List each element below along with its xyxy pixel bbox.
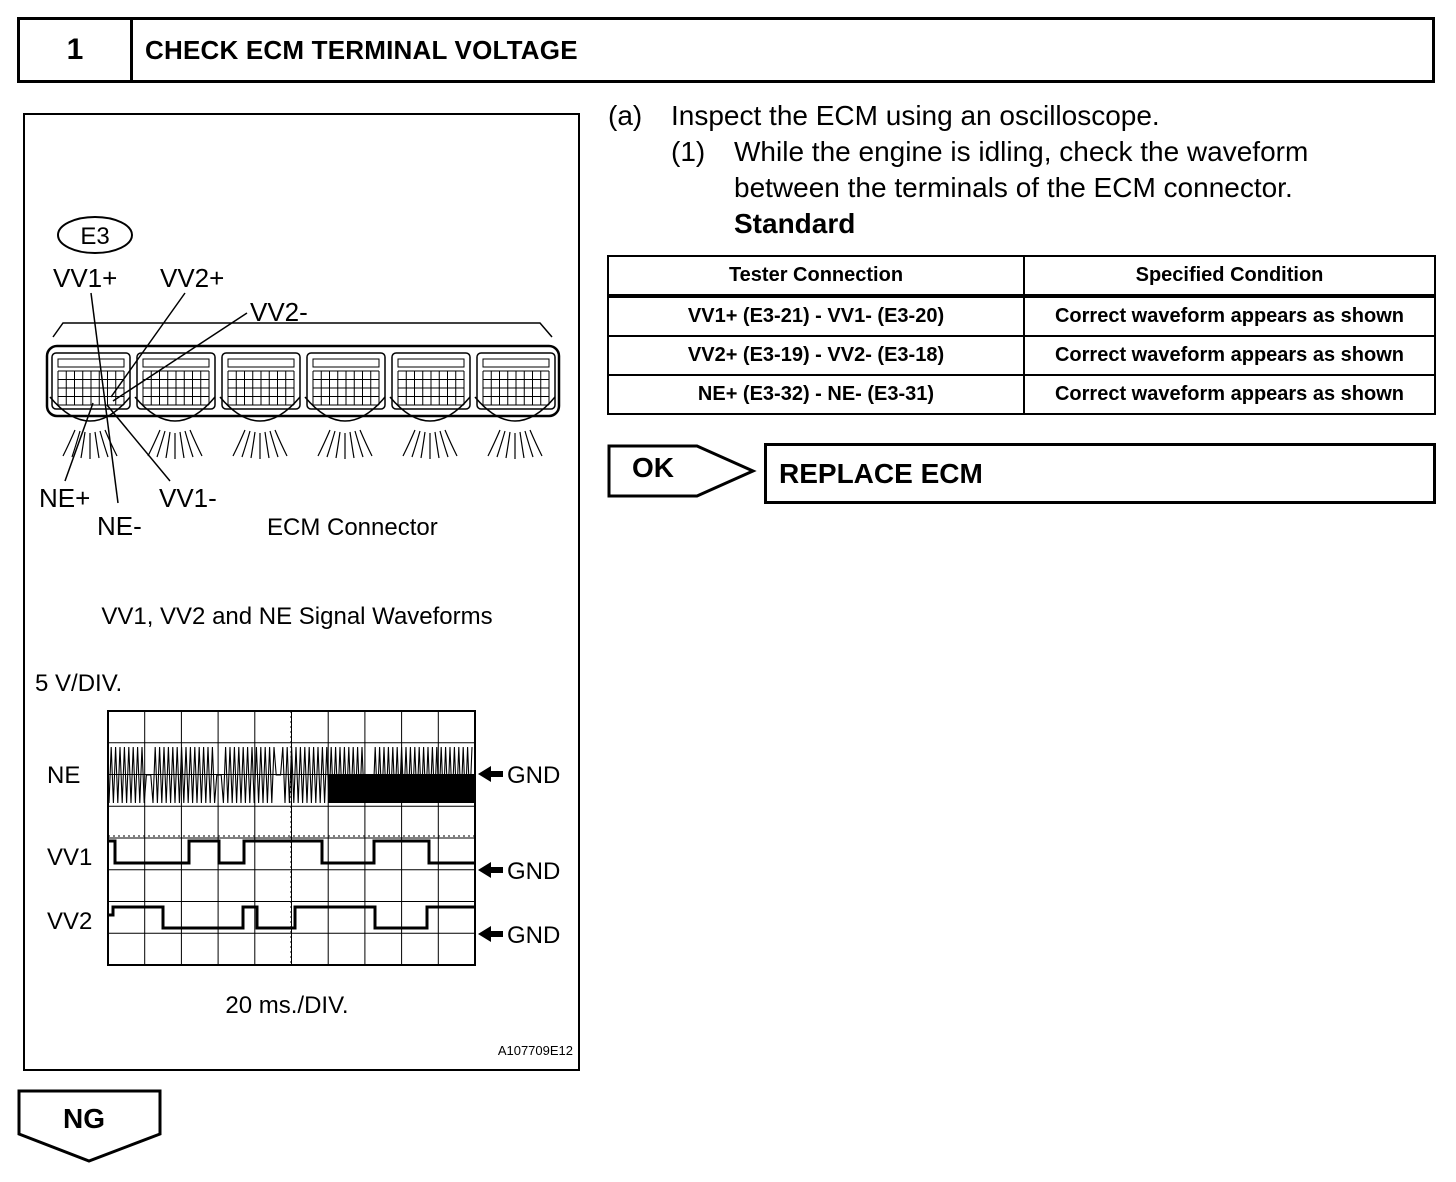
trace-label-vv1: VV1: [47, 844, 92, 871]
step-header: 1 CHECK ECM TERMINAL VOLTAGE: [17, 17, 1435, 83]
step-number: 1: [20, 20, 133, 80]
label-vv1-plus: VV1+: [53, 263, 117, 293]
step-1-text: While the engine is idling, check the wa…: [734, 136, 1309, 203]
connector-caption: ECM Connector: [267, 514, 438, 541]
header-specified-condition: Specified Condition: [1023, 255, 1436, 298]
oscilloscope-screen: [107, 710, 476, 966]
vv1-trace: [109, 839, 474, 865]
label-vv2-plus: VV2+: [160, 263, 224, 293]
ecm-connector: [45, 344, 561, 459]
ng-label: NG: [63, 1103, 105, 1134]
standard-heading: Standard: [734, 208, 856, 239]
spec-table: Tester Connection Specified Condition VV…: [607, 255, 1436, 415]
gnd-arrow-vv2-icon: [478, 926, 503, 942]
gnd-label-ne: GND: [507, 762, 560, 789]
gnd-label-vv1: GND: [507, 858, 560, 885]
header-tester-connection: Tester Connection: [607, 255, 1025, 298]
step-a-label: (a): [608, 100, 643, 131]
table-header-row: Tester Connection Specified Condition: [607, 255, 1436, 298]
cell-condition: Correct waveform appears as shown: [1023, 374, 1436, 415]
figure-drawing: E3 VV1+ VV2+ VV2- NE+ NE- VV1- ECM Conne…: [35, 216, 573, 1058]
ne-trace: [108, 746, 474, 804]
gnd-arrow-vv1-icon: [478, 862, 503, 878]
trace-label-ne: NE: [47, 762, 80, 789]
vv2-trace: [109, 905, 474, 930]
label-ne-minus: NE-: [97, 511, 142, 541]
gnd-arrow-ne-icon: [478, 766, 503, 782]
connector-id: E3: [80, 223, 109, 250]
ok-label: OK: [632, 452, 674, 483]
cell-connection: VV1+ (E3-21) - VV1- (E3-20): [607, 295, 1025, 337]
table-row: VV1+ (E3-21) - VV1- (E3-20) Correct wave…: [607, 295, 1436, 337]
cell-connection: VV2+ (E3-19) - VV2- (E3-18): [607, 335, 1025, 376]
connector-id-bubble: [57, 216, 133, 254]
replace-ecm-box: REPLACE ECM: [764, 443, 1436, 504]
volts-per-div: 5 V/DIV.: [35, 670, 122, 697]
label-ne-plus: NE+: [39, 483, 90, 513]
step-title: CHECK ECM TERMINAL VOLTAGE: [145, 34, 578, 65]
cell-condition: Correct waveform appears as shown: [1023, 295, 1436, 337]
waveform-title: VV1, VV2 and NE Signal Waveforms: [101, 603, 492, 630]
cell-condition: Correct waveform appears as shown: [1023, 335, 1436, 376]
label-vv1-minus: VV1-: [159, 483, 217, 513]
step-1-label: (1): [671, 136, 706, 167]
label-vv2-minus: VV2-: [250, 297, 308, 327]
ok-arrow-icon: [607, 444, 757, 498]
table-row: VV2+ (E3-19) - VV2- (E3-18) Correct wave…: [607, 335, 1436, 376]
gnd-label-vv2: GND: [507, 922, 560, 949]
table-row: NE+ (E3-32) - NE- (E3-31) Correct wavefo…: [607, 374, 1436, 415]
step-a-text: Inspect the ECM using an oscilloscope.: [671, 100, 1160, 131]
ecm-figure: E3 VV1+ VV2+ VV2- NE+ NE- VV1- ECM Conne…: [23, 113, 580, 1071]
trace-label-vv2: VV2: [47, 908, 92, 935]
figure-code: A107709E12: [498, 1043, 573, 1058]
time-per-div: 20 ms./DIV.: [225, 992, 348, 1019]
ng-arrow-icon: [17, 1089, 162, 1163]
cell-connection: NE+ (E3-32) - NE- (E3-31): [607, 374, 1025, 415]
